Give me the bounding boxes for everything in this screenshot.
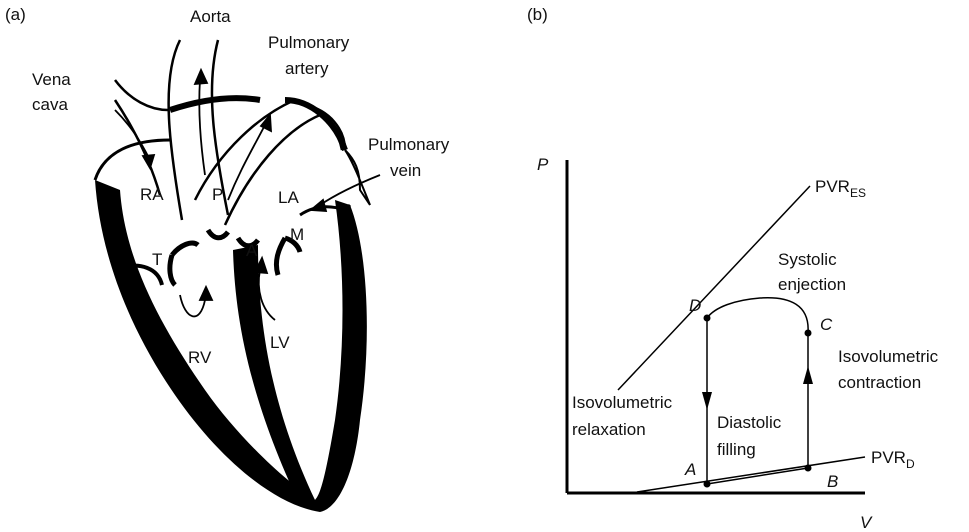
pulmonary-branch — [305, 105, 345, 150]
panel-a-tag: (a) — [5, 5, 26, 24]
pulmonary-valve — [208, 230, 228, 238]
diastolic-filling-edge — [707, 468, 808, 484]
x-axis-label: V — [860, 513, 873, 532]
pvr-es-label: PVRES — [815, 177, 866, 200]
iso-contraction-label-line2: contraction — [838, 373, 921, 392]
vena-cava-arrowhead — [143, 155, 154, 168]
point-a-label: A — [684, 460, 696, 479]
point-d-marker — [704, 315, 711, 322]
pulmonary-artery-flow-arrow — [228, 125, 265, 200]
a-valve-label: A — [246, 241, 258, 260]
panel-b-tag: (b) — [527, 5, 548, 24]
rv-arrowhead — [200, 287, 212, 300]
lv-label: LV — [270, 333, 290, 352]
point-a-marker — [704, 481, 711, 488]
systolic-label-line1: Systolic — [778, 250, 837, 269]
aorta-label: Aorta — [190, 7, 231, 26]
pulmonary-artery-label-line1: Pulmonary — [268, 33, 350, 52]
pulmonary-artery-label-line2: artery — [285, 59, 329, 78]
iso-relaxation-label-line1: Isovolumetric — [572, 393, 673, 412]
aorta-band — [170, 98, 260, 110]
contraction-arrowhead — [803, 366, 813, 384]
t-label: T — [152, 250, 162, 269]
pv-loop-diagram: (b) P V PVRES PVRD A B C D Systolic enje… — [527, 5, 939, 532]
pulmonary-vein-label-line2: vein — [390, 161, 421, 180]
iso-contraction-label-line1: Isovolumetric — [838, 347, 939, 366]
vena-cava-label-line1: Vena — [32, 70, 71, 89]
pulmonary-vein-arrowhead — [311, 200, 326, 211]
pulmonary-vein-label-line1: Pulmonary — [368, 135, 450, 154]
systolic-label-line2: enjection — [778, 275, 846, 294]
vena-cava-vessel — [115, 100, 160, 195]
heart-diagram: (a) Aorta Pulmonary artery Vena cava Pul… — [5, 5, 450, 512]
la-label: LA — [278, 188, 299, 207]
rv-label: RV — [188, 348, 212, 367]
point-b-label: B — [827, 472, 838, 491]
aorta-flow-arrow — [199, 80, 205, 175]
point-b-marker — [805, 465, 812, 472]
systolic-ejection-edge — [707, 298, 808, 333]
m-label: M — [290, 225, 304, 244]
point-c-label: C — [820, 315, 833, 334]
ra-label: RA — [140, 185, 164, 204]
aorta-arch-left — [115, 80, 168, 110]
tricuspid-valve — [170, 243, 198, 285]
point-c-marker — [805, 330, 812, 337]
heart-roof-left — [95, 140, 170, 180]
heart-outer-wall — [95, 180, 367, 512]
diastolic-label-line2: filling — [717, 440, 756, 459]
pulmonary-vein-flow-arrow — [320, 175, 380, 205]
vena-cava-label-line2: cava — [32, 95, 68, 114]
relaxation-arrowhead — [702, 392, 712, 410]
pvr-d-label: PVRD — [871, 448, 915, 471]
aorta-arrowhead — [195, 70, 207, 84]
pulmonary-vein-vessel — [345, 150, 370, 205]
diastolic-label-line1: Diastolic — [717, 413, 782, 432]
y-axis-label: P — [537, 155, 549, 174]
iso-relaxation-label-line2: relaxation — [572, 420, 646, 439]
p-label: P — [212, 185, 223, 204]
point-d-label: D — [689, 296, 701, 315]
